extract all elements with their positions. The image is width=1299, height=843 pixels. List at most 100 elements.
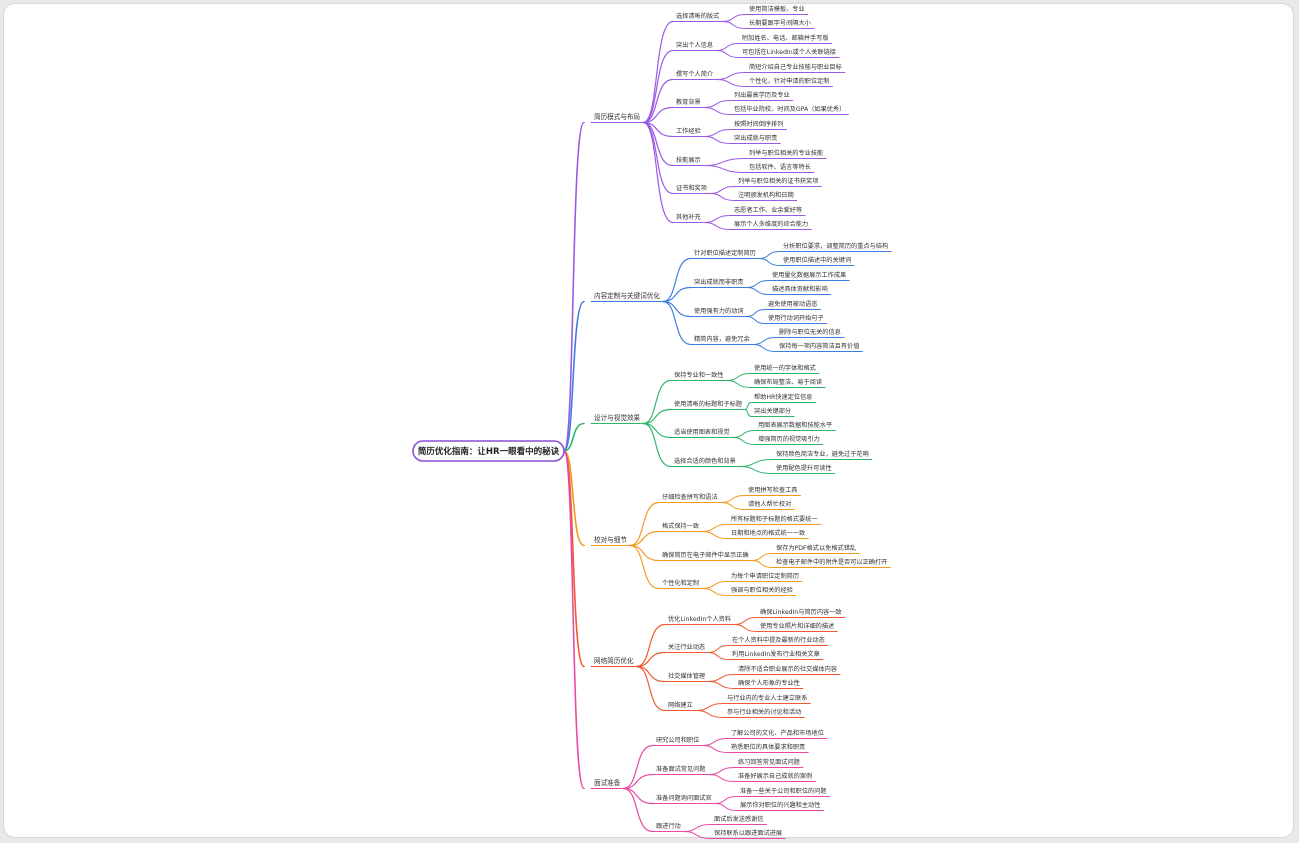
branch-1-child-1-label[interactable]: 突出成就而非职责 <box>694 278 744 286</box>
branch-4-child-0-leaf-0-label[interactable]: 确保LinkedIn与简历内容一致 <box>760 608 842 616</box>
branch-1-child-0-leaf-0-label[interactable]: 分析职位要求，调整简历的重点与结构 <box>783 242 888 250</box>
branch-2-child-1-leaf-1-label[interactable]: 突出关键部分 <box>754 407 791 415</box>
branch-0-child-4-leaf-0-label[interactable]: 按照时间倒序排列 <box>734 120 784 128</box>
branch-3-child-0-leaf-1-label[interactable]: 请他人帮忙校对 <box>748 500 791 508</box>
branch-4-child-3-label[interactable]: 网络建立 <box>668 701 693 709</box>
branch-4-child-3-leaf-0-label[interactable]: 与行业内的专业人士建立联系 <box>727 694 807 702</box>
branch-3-child-2-leaf-1-label[interactable]: 检查电子邮件中的附件是否可以正确打开 <box>776 558 887 566</box>
branch-5-child-3-leaf-1-label[interactable]: 保持联系以跟进面试进展 <box>714 829 782 837</box>
branch-0-child-2-leaf-0-label[interactable]: 简短介绍自己专业技能与职业目标 <box>749 63 842 71</box>
branch-0-child-2-leaf-1-label[interactable]: 个性化，针对申请的职位定制 <box>749 77 829 85</box>
branch-0-child-6-leaf-0-label[interactable]: 列举与职位相关的证书获奖项 <box>738 177 818 185</box>
branch-0-child-0-leaf-1-label[interactable]: 长期要跟字号间隔大小 <box>749 19 812 27</box>
branch-1-child-2-leaf-1-link <box>746 316 766 324</box>
branch-4-child-1-leaf-1-label[interactable]: 利用LinkedIn发布行业相关文章 <box>732 650 820 658</box>
branch-2-child-2-leaf-1-label[interactable]: 增强简历的视觉吸引力 <box>758 435 820 443</box>
branch-1-child-3-leaf-1-label[interactable]: 保持每一项内容简洁且有价值 <box>779 342 859 350</box>
branch-0-child-1-label[interactable]: 突出个人信息 <box>676 41 713 49</box>
branch-3-child-1-leaf-1-label[interactable]: 日期和地点的格式统一一致 <box>731 529 805 537</box>
branch-4-child-1-leaf-1-link <box>707 652 730 660</box>
branch-4-label[interactable]: 网络简历优化 <box>594 656 634 665</box>
branch-0-child-1-leaf-1-label[interactable]: 可包括在LinkedIn或个人关联链接 <box>742 48 836 56</box>
branch-0-child-3-leaf-0-label[interactable]: 列出最高学历及专业 <box>734 91 790 99</box>
branch-5-child-3-label[interactable]: 跟进行动 <box>656 822 681 830</box>
branch-0-child-5-leaf-1-label[interactable]: 包括软件、语言等特长 <box>749 163 811 171</box>
branch-1-child-1-leaf-1-label[interactable]: 描述具体贡献和影响 <box>772 285 828 293</box>
branch-3-child-2-label[interactable]: 确保简历在电子邮件中显示正确 <box>662 551 749 559</box>
branch-3-child-0-leaf-0-label[interactable]: 使用拼写检查工具 <box>748 486 798 494</box>
branch-2-child-3-leaf-0-label[interactable]: 保持颜色简洁专业，避免过于花哨 <box>776 450 869 458</box>
branch-3-child-3-leaf-1-label[interactable]: 强调与职位相关的经验 <box>731 586 794 594</box>
branch-2-child-3-leaf-1-label[interactable]: 使用配色提升可读性 <box>776 464 832 472</box>
branch-0-child-1-leaf-0-label[interactable]: 附加姓名、电话、邮箱并手写版 <box>742 34 829 42</box>
branch-5-child-3-leaf-0-label[interactable]: 面试后发送感谢信 <box>714 815 764 823</box>
branch-3-child-2-leaf-0-label[interactable]: 保存为PDF格式以免格式错乱 <box>776 544 856 552</box>
branch-4-child-0-leaf-1-label[interactable]: 使用专业照片和详细的描述 <box>760 622 834 630</box>
branch-0-label[interactable]: 简历模式与布局 <box>594 112 641 121</box>
branch-1-child-1-leaf-0-label[interactable]: 使用量化数据展示工作成果 <box>772 271 846 279</box>
branch-5-child-0-leaf-1-label[interactable]: 熟悉职位的具体要求和职责 <box>731 743 805 751</box>
branch-1-child-3-label[interactable]: 精简内容，避免冗余 <box>694 335 750 343</box>
branch-1-label[interactable]: 内容定制与关键词优化 <box>594 291 660 300</box>
branch-0-child-4-label[interactable]: 工作经验 <box>676 127 702 135</box>
branch-0-child-6-leaf-1-label[interactable]: 注明颁发机构和日期 <box>738 191 794 199</box>
branch-5-child-2-label[interactable]: 准备问题询问面试官 <box>656 794 712 802</box>
branch-0-child-0-leaf-0-label[interactable]: 使用简洁模板、专业 <box>749 5 805 13</box>
branch-0-child-3-leaf-1-label[interactable]: 包括毕业院校、时间及GPA（如果优秀） <box>734 105 845 113</box>
branch-4-child-0-label[interactable]: 优化LinkedIn个人资料 <box>668 615 731 623</box>
branch-2-label[interactable]: 设计与视觉效果 <box>594 413 641 422</box>
branch-5-child-0-leaf-0-label[interactable]: 了解公司的文化、产品和市场地位 <box>731 729 824 737</box>
branch-0-child-5-label[interactable]: 技能展示 <box>676 156 701 164</box>
branch-2-child-3-label[interactable]: 选择合适的颜色和背景 <box>674 457 736 465</box>
branch-5-child-1-label[interactable]: 准备面试常见问题 <box>656 765 706 773</box>
branch-0-child-7-leaf-0-label[interactable]: 志愿者工作、业余爱好等 <box>734 206 802 214</box>
branch-0-child-2-label[interactable]: 撰写个人简介 <box>676 70 714 78</box>
branch-4-child-1-label[interactable]: 关注行业动态 <box>668 643 705 651</box>
branch-1-child-2-label[interactable]: 使用强有力的动词 <box>694 307 744 315</box>
branch-5-child-1-leaf-0-label[interactable]: 练习回答常见面试问题 <box>738 758 800 766</box>
branch-2-child-2-leaf-0-label[interactable]: 用图表展示数据和技能水平 <box>758 421 832 429</box>
branch-3-child-1-leaf-1-link <box>701 531 729 539</box>
branch-0-child-7-label[interactable]: 其他补充 <box>676 213 701 221</box>
branch-1-child-0-leaf-1-label[interactable]: 使用职位描述中的关键词 <box>783 256 851 264</box>
branch-5-child-2-leaf-0-label[interactable]: 准备一些关于公司和职位的问题 <box>740 787 827 795</box>
branch-2-child-0-leaf-0-link <box>726 373 752 381</box>
branch-2-child-2-label[interactable]: 适当使用图表和视觉 <box>674 428 730 436</box>
branch-2-child-0-leaf-0-label[interactable]: 使用统一的字体和格式 <box>754 364 816 372</box>
branch-0-child-6-label[interactable]: 证书和奖项 <box>676 184 707 192</box>
branch-1-child-2-leaf-0-label[interactable]: 避免使用被动语态 <box>768 300 818 308</box>
branch-3-child-2-leaf-1-link <box>751 560 774 568</box>
branch-5-label[interactable]: 面试准备 <box>594 778 621 787</box>
branch-1-child-2-leaf-1-label[interactable]: 使用行动词开始句子 <box>768 314 824 322</box>
branch-5-child-0-label[interactable]: 研究公司和职位 <box>656 736 699 744</box>
branch-4-child-1-leaf-0-label[interactable]: 在个人资料中提及最新的行业动态 <box>732 636 825 644</box>
branch-2-child-1-label[interactable]: 使用清晰的标题和子标题 <box>674 400 742 408</box>
branch-3-child-1-leaf-0-label[interactable]: 所有标题和子标题的格式要统一 <box>731 515 818 523</box>
branch-1-child-1-link <box>662 286 692 303</box>
branch-4-child-3-leaf-1-label[interactable]: 参与行业相关的讨论和活动 <box>727 708 801 716</box>
branch-5-child-1-leaf-1-label[interactable]: 准备好展示自己成就的案例 <box>738 772 812 780</box>
branch-2-child-1-leaf-1-link <box>744 409 752 417</box>
branch-3-child-3-label[interactable]: 个性化和定制 <box>662 579 699 587</box>
branch-2-child-0-leaf-1-label[interactable]: 确保布局整洁、易于阅读 <box>754 378 822 386</box>
branch-3-label[interactable]: 校对与细节 <box>594 535 627 544</box>
branch-1-child-0-label[interactable]: 针对职位描述定制简历 <box>694 249 756 257</box>
branch-5-child-1-link <box>622 773 654 790</box>
branch-1-child-3-leaf-0-label[interactable]: 删除与职位无关的信息 <box>779 328 841 336</box>
branch-0-child-5-leaf-0-label[interactable]: 列举与职位相关的专业技能 <box>749 149 823 157</box>
branch-4-child-2-leaf-1-label[interactable]: 确保个人形象的专业性 <box>738 679 800 687</box>
root-node[interactable] <box>412 440 565 462</box>
branch-0-child-7-leaf-1-label[interactable]: 展示个人多维度的综合能力 <box>734 220 808 228</box>
branch-3-child-3-leaf-0-label[interactable]: 为每个申请职位定制简历 <box>731 572 799 580</box>
branch-3-child-0-label[interactable]: 仔细检查拼写和语法 <box>662 493 718 501</box>
branch-5-child-3-leaf-1-link <box>683 831 712 839</box>
branch-5-child-2-leaf-1-label[interactable]: 展示你对职位的兴趣和主动性 <box>740 801 820 809</box>
branch-2-child-1-leaf-0-label[interactable]: 帮助HR快速定位信息 <box>754 393 812 401</box>
branch-2-child-0-label[interactable]: 保持专业和一致性 <box>674 371 724 379</box>
branch-0-child-0-label[interactable]: 选择清晰的版式 <box>676 12 719 20</box>
branch-0-child-3-label[interactable]: 教育背景 <box>676 98 701 106</box>
branch-0-child-4-leaf-1-label[interactable]: 突出成就与职责 <box>734 134 777 142</box>
branch-4-child-2-leaf-0-label[interactable]: 清除不适合职业展示的社交媒体内容 <box>738 665 837 673</box>
branch-3-child-1-label[interactable]: 格式保持一致 <box>662 522 699 530</box>
branch-4-child-2-label[interactable]: 社交媒体管理 <box>668 672 705 680</box>
